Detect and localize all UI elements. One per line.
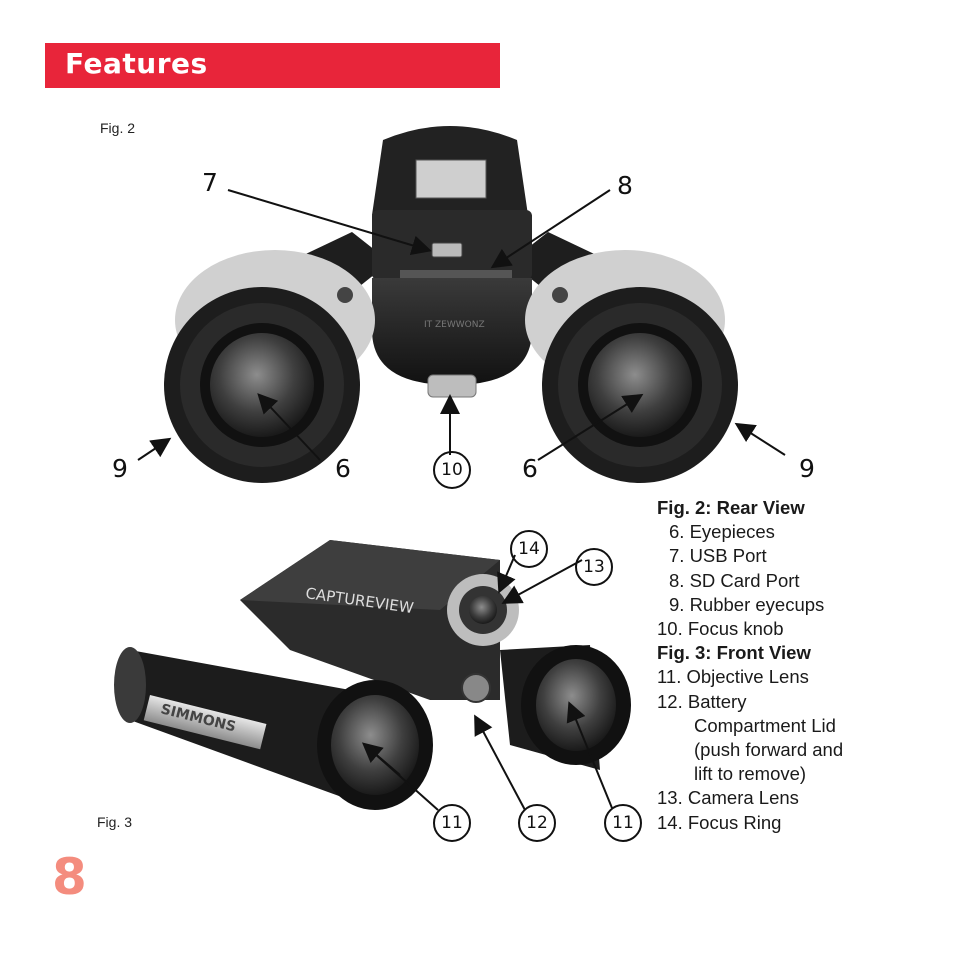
front-view-figure: CAPTUREVIEW SIMMONS (114, 540, 631, 810)
section-header-bar: Features (45, 43, 500, 88)
legend-fig3-title: Fig. 3: Front View (657, 642, 811, 664)
legend-item-focus-knob: 10. Focus knob (657, 618, 784, 640)
callout-6-right: 6 (522, 453, 538, 483)
callout-9-right: 9 (799, 453, 815, 483)
legend-item-battery: 12. Battery (657, 690, 747, 712)
callout-14: 14 (510, 530, 548, 568)
page-number: 8 (52, 848, 87, 906)
legend-item-battery-cont-3: lift to remove) (694, 763, 807, 785)
legend-item-eyepieces: 6. Eyepieces (669, 521, 775, 543)
legend-item-rubber-eyecups: 9. Rubber eyecups (669, 593, 825, 615)
callout-11-right: 11 (604, 804, 642, 842)
legend-item-battery-cont-1: Compartment Lid (694, 714, 836, 736)
fig3-label: Fig. 3 (97, 814, 133, 830)
svg-text:IT ZEWWONZ: IT ZEWWONZ (424, 320, 485, 330)
callout-7: 7 (202, 167, 218, 197)
fig2-label: Fig. 2 (100, 120, 136, 136)
callout-9-left: 9 (112, 453, 128, 483)
legend-item-battery-cont-2: (push forward and (694, 739, 844, 761)
legend-item-objective-lens: 11. Objective Lens (657, 666, 809, 688)
callout-11-left: 11 (433, 804, 471, 842)
rear-view-figure: IT ZEWWONZ (164, 126, 738, 483)
section-title: Features (65, 47, 208, 80)
callout-8: 8 (617, 170, 633, 200)
callout-12: 12 (518, 804, 556, 842)
callout-10: 10 (433, 451, 471, 489)
callout-6-left: 6 (335, 453, 351, 483)
legend-item-camera-lens: 13. Camera Lens (657, 787, 799, 809)
leader-lines (137, 189, 786, 811)
legend-fig2-title: Fig. 2: Rear View (657, 497, 805, 518)
callout-13: 13 (575, 548, 613, 586)
features-legend: Fig. 2: Rear View 6. Eyepieces 7. USB Po… (657, 496, 887, 835)
legend-item-usb-port: 7. USB Port (669, 545, 767, 567)
legend-item-focus-ring: 14. Focus Ring (657, 811, 782, 833)
legend-item-sd-card-port: 8. SD Card Port (669, 569, 800, 591)
